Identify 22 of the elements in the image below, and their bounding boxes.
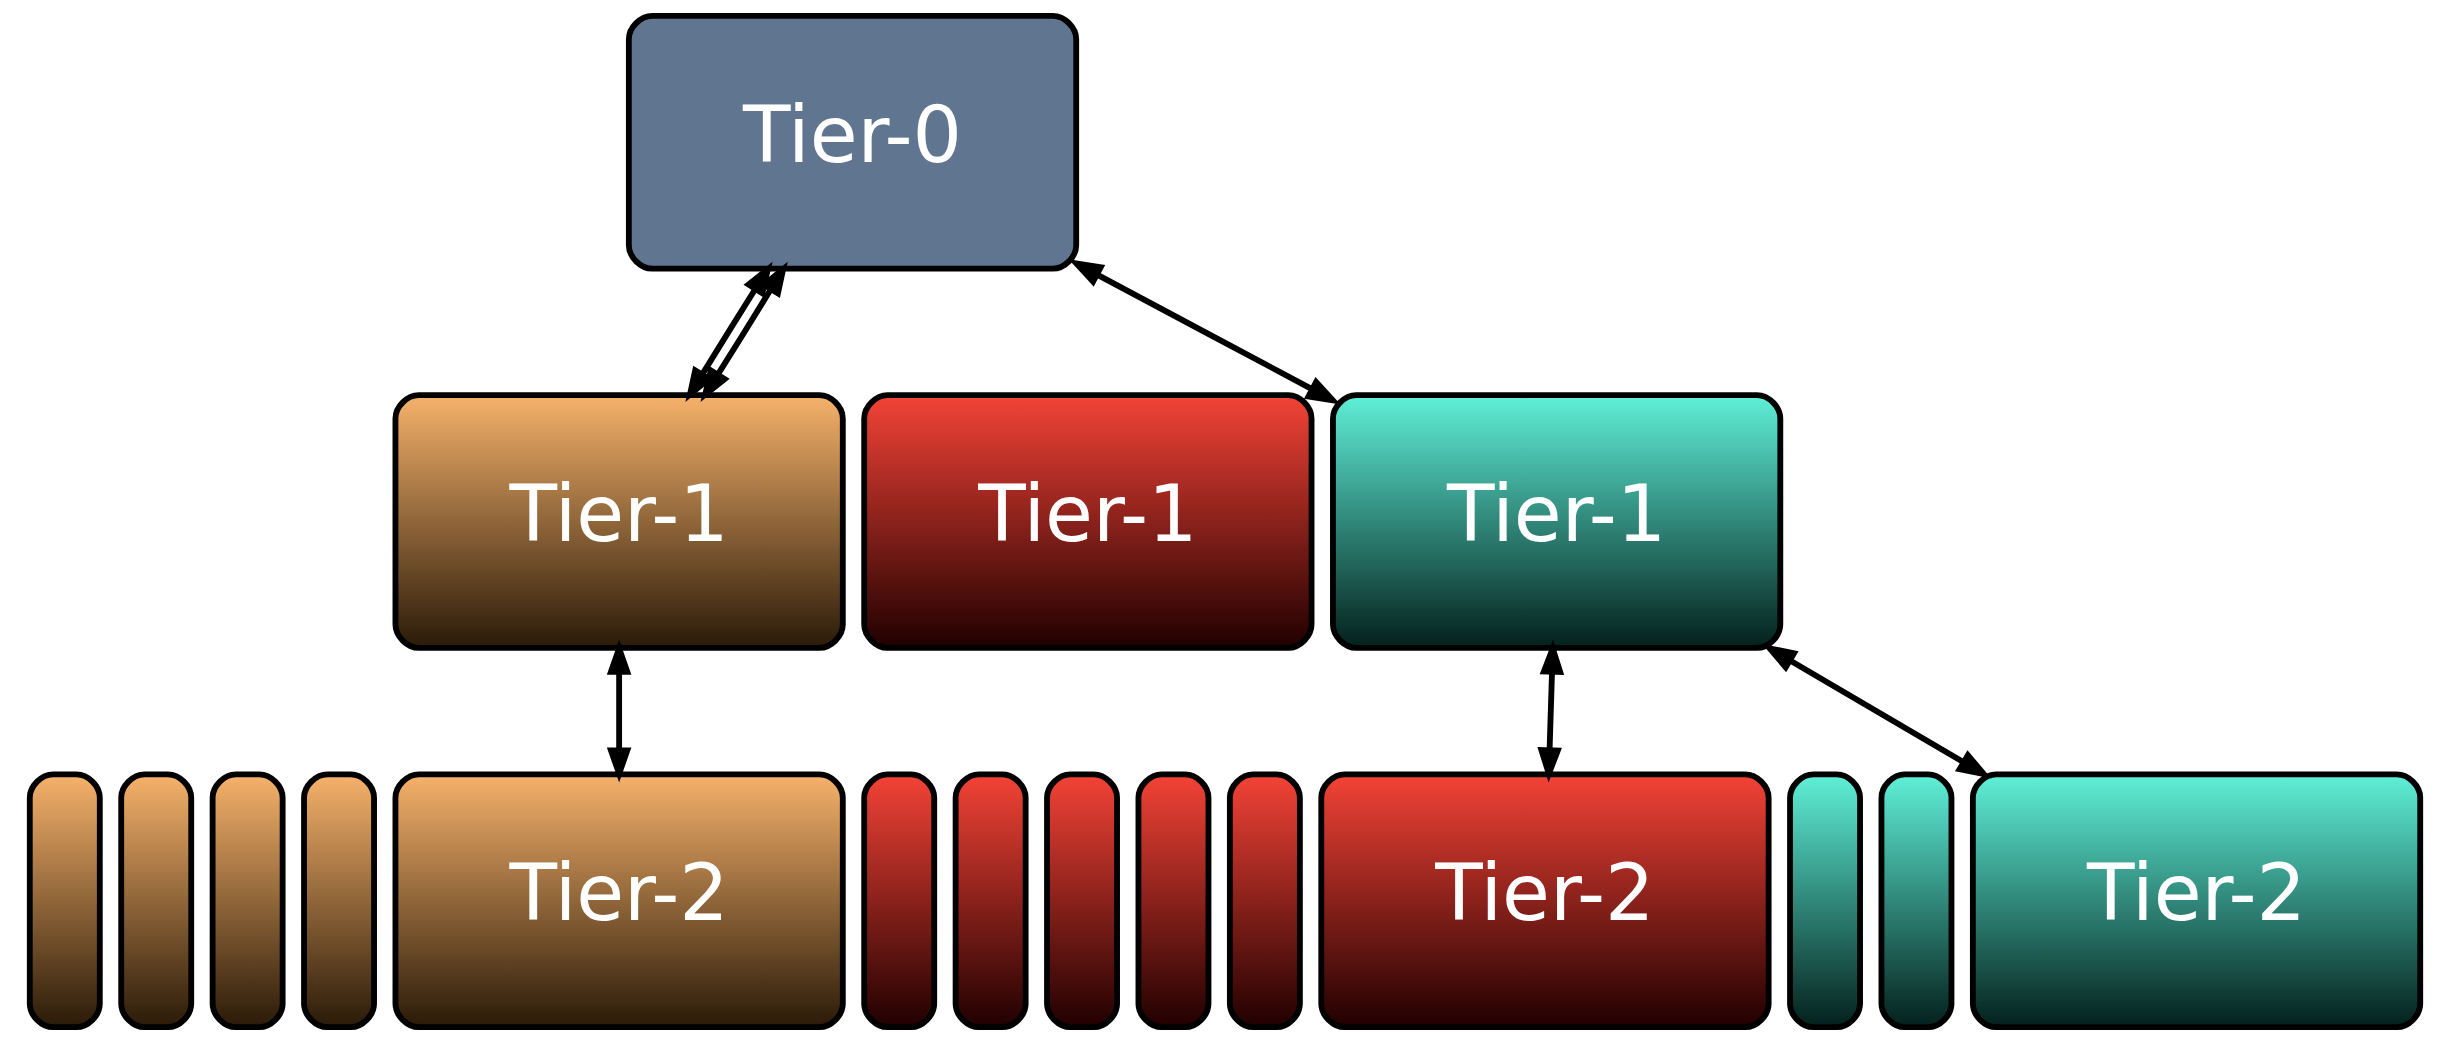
node-box bbox=[26, 771, 103, 1031]
node-box: Tier-1 bbox=[860, 392, 1314, 651]
node-box bbox=[1786, 771, 1863, 1031]
node-box bbox=[1135, 771, 1211, 1031]
node-box bbox=[1226, 771, 1303, 1031]
node-box bbox=[1043, 771, 1120, 1031]
node-box: Tier-2 bbox=[1969, 771, 2423, 1031]
arrow bbox=[606, 639, 631, 783]
node-box: Tier-2 bbox=[392, 771, 846, 1031]
node-box bbox=[300, 771, 377, 1031]
arrow bbox=[684, 261, 773, 402]
node-box bbox=[860, 771, 937, 1031]
node-box bbox=[1878, 771, 1954, 1031]
node-box: Tier-0 bbox=[625, 12, 1079, 272]
node-box: Tier-2 bbox=[1317, 771, 1772, 1031]
node-box bbox=[117, 771, 194, 1031]
node-box: Tier-1 bbox=[392, 392, 846, 651]
node-box bbox=[209, 771, 286, 1031]
node-box: Tier-1 bbox=[1329, 392, 1783, 651]
arrow bbox=[699, 261, 788, 402]
arrow bbox=[1536, 639, 1564, 783]
node-box bbox=[952, 771, 1029, 1031]
